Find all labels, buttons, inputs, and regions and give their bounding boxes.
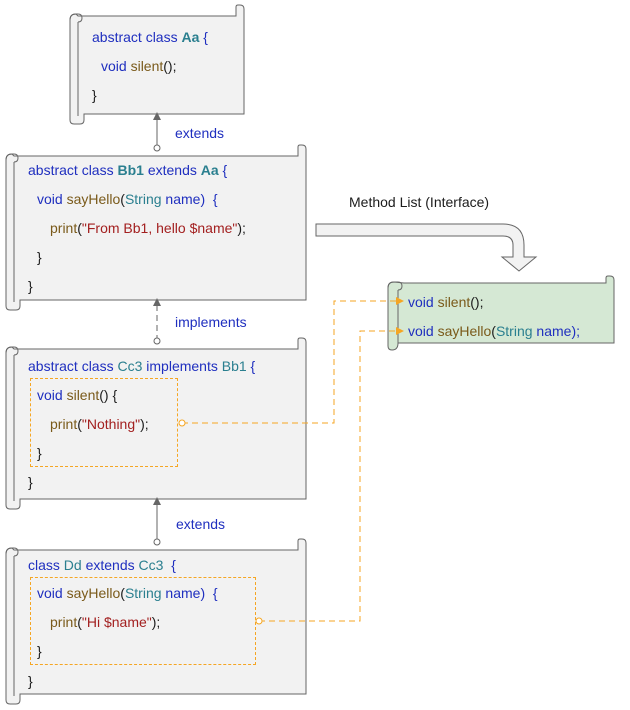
method-list-arrow: [315, 223, 538, 272]
cc3-line-2: void silent() {: [37, 387, 118, 403]
bb1-line-4: }: [37, 249, 42, 265]
connector-bb1-to-aa: [153, 112, 161, 152]
aa-line-2: void silent();: [101, 58, 177, 74]
dd-line-2: void sayHello(String name) {: [37, 585, 218, 601]
connector-silent-impl: [178, 297, 404, 427]
aa-line-3: }: [92, 87, 97, 103]
label-implements: implements: [175, 314, 247, 330]
label-method-list: Method List (Interface): [349, 194, 490, 210]
dd-line-3: print("Hi $name");: [50, 614, 161, 630]
dd-line-1: class Dd extends Cc3 {: [28, 557, 176, 573]
connector-dd-to-cc3: [153, 497, 161, 546]
label-extends-top: extends: [175, 125, 225, 141]
label-extends-bottom: extends: [176, 516, 226, 532]
scroll-aa: [69, 4, 245, 125]
bb1-line-2: void sayHello(String name) {: [37, 191, 218, 207]
cc3-line-5: }: [28, 474, 33, 490]
highlight-silent-impl: [30, 378, 178, 467]
cc3-line-1: abstract class Cc3 implements Bb1 {: [28, 358, 256, 374]
interface-line-2: void sayHello(String name);: [408, 323, 580, 339]
bb1-line-3: print("From Bb1, hello $name");: [50, 220, 246, 236]
connector-sayhello-impl: [255, 327, 404, 625]
dd-line-5: }: [28, 673, 33, 689]
cc3-line-4: }: [37, 445, 42, 461]
scroll-dd: [5, 538, 307, 705]
interface-line-1: void silent();: [408, 294, 484, 310]
highlight-sayhello-impl: [30, 577, 256, 665]
bb1-line-1: abstract class Bb1 extends Aa {: [28, 162, 228, 178]
cc3-line-3: print("Nothing");: [50, 416, 149, 432]
bb1-line-5: }: [28, 278, 33, 294]
scroll-interface: [387, 275, 615, 351]
aa-line-1: abstract class Aa {: [92, 29, 208, 45]
scroll-bb1: [5, 144, 307, 311]
connector-cc3-to-bb1: [153, 298, 161, 345]
dd-line-4: }: [37, 643, 42, 659]
